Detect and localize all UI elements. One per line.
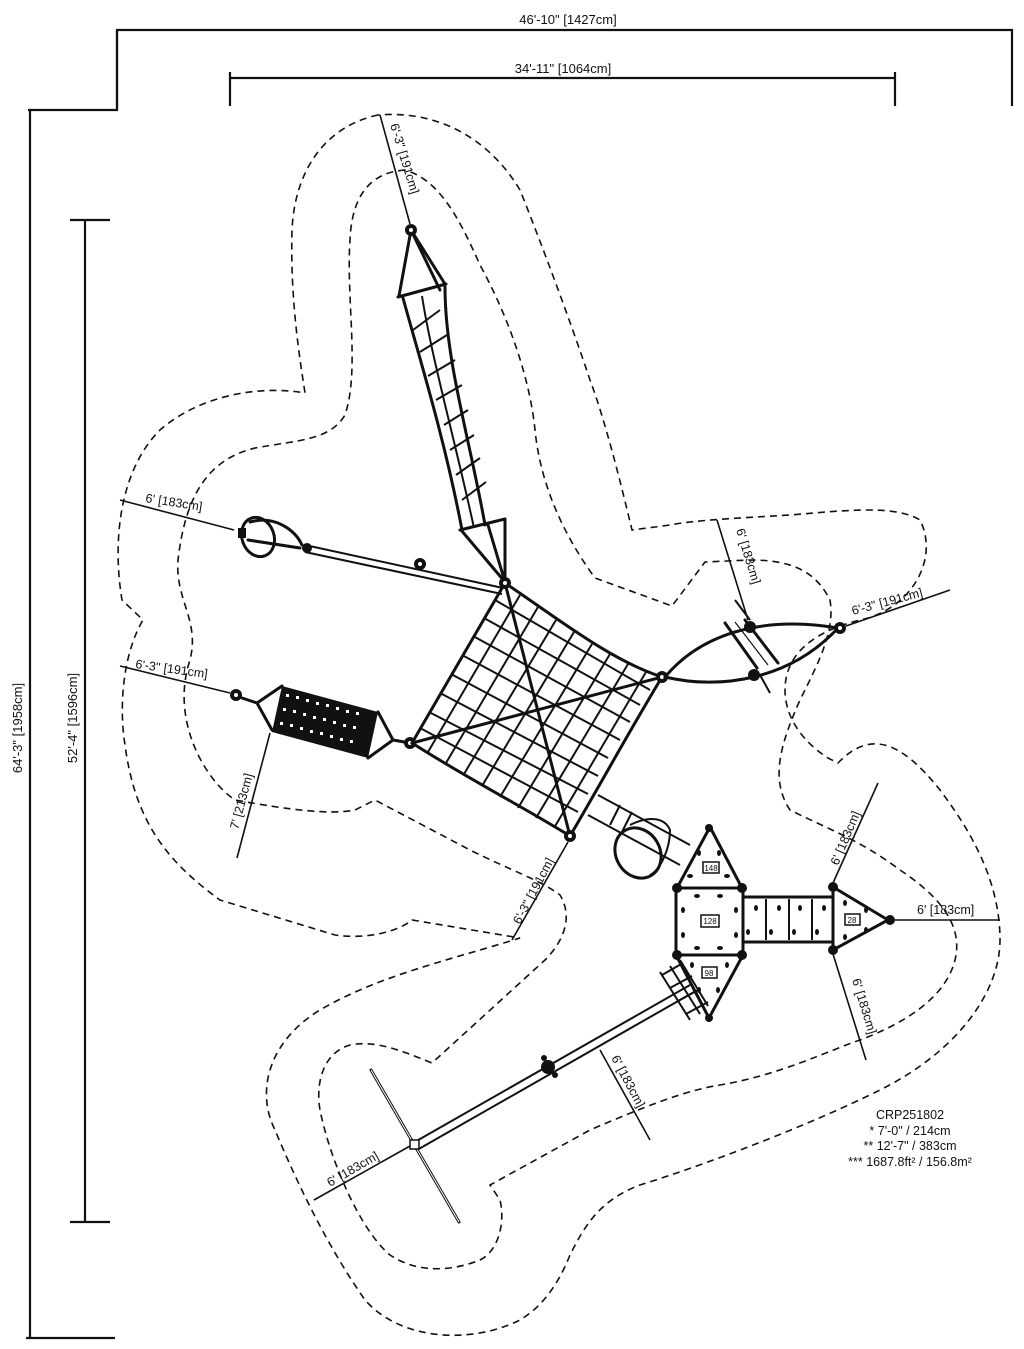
dim-tee-end	[313, 1145, 411, 1201]
model-code: CRP251802	[875, 1108, 945, 1122]
deck-label-right-triangle: 28	[848, 916, 857, 925]
dim-net-bottom-corner	[511, 841, 569, 941]
width-equipment-label: 34'-11" [1064cm]	[515, 61, 611, 76]
deck-label-lower-triangle: 98	[705, 969, 714, 978]
width-total-label: 46'-10" [1427cm]	[519, 12, 616, 27]
note-area: *** 1687.8ft² / 156.8m²	[848, 1154, 972, 1169]
dim-left-net-bridge-label: 6'-3" [191cm]	[135, 657, 209, 681]
dim-left-spinner-label: 6' [183cm]	[145, 491, 204, 514]
dim-left-spinner	[119, 499, 235, 531]
dim-deck-bottom-right	[832, 953, 867, 1061]
dim-deck-top-right	[832, 782, 879, 884]
inner-safety-zone	[177, 169, 958, 1270]
central-climbing-net	[410, 577, 668, 842]
dim-right-boat-end-label: 6'-3" [191cm]	[850, 586, 924, 618]
dim-top-climber	[379, 114, 411, 225]
deck-structure	[672, 823, 895, 1022]
dim-deck-top-right-label: 6' [183cm]	[828, 809, 863, 867]
note-fall-height: * 7'-0" / 214cm	[869, 1123, 951, 1138]
rope-climber-top	[396, 224, 507, 584]
track-ride	[369, 984, 695, 1224]
boat-balance-element	[663, 599, 846, 694]
height-total-label: 64'-3" [1958cm]	[10, 683, 25, 773]
dim-deck-right-label: 6' [183cm]	[917, 903, 974, 917]
dim-right-boat-end	[845, 589, 951, 627]
dim-net-bottom-corner-label: 6'-3" [191cm]	[510, 856, 557, 927]
height-equipment-label: 52'-4" [1596cm]	[65, 673, 80, 763]
overall-dimension-lines	[26, 28, 1014, 1340]
dim-ladder-side	[599, 1049, 651, 1141]
note-max-height: ** 12'-7" / 383cm	[863, 1139, 957, 1153]
net-bridge-left	[230, 684, 416, 760]
dim-right-boat-top-label: 6' [183cm]	[733, 527, 763, 586]
slide	[587, 794, 691, 880]
deck-label-square-deck: 128	[703, 917, 717, 926]
dim-left-net-bridge-side	[236, 732, 271, 859]
drawing-notes: CRP251802 * 7'-0" / 214cm ** 12'-7" / 38…	[820, 1108, 1000, 1170]
dim-deck-bottom-right-label: 6' [183cm]	[849, 977, 879, 1036]
spinner-arm	[238, 515, 504, 595]
deck-label-upper-triangle: 148	[704, 864, 718, 873]
dim-left-net-bridge	[119, 665, 231, 694]
dim-right-boat-top	[716, 519, 749, 621]
